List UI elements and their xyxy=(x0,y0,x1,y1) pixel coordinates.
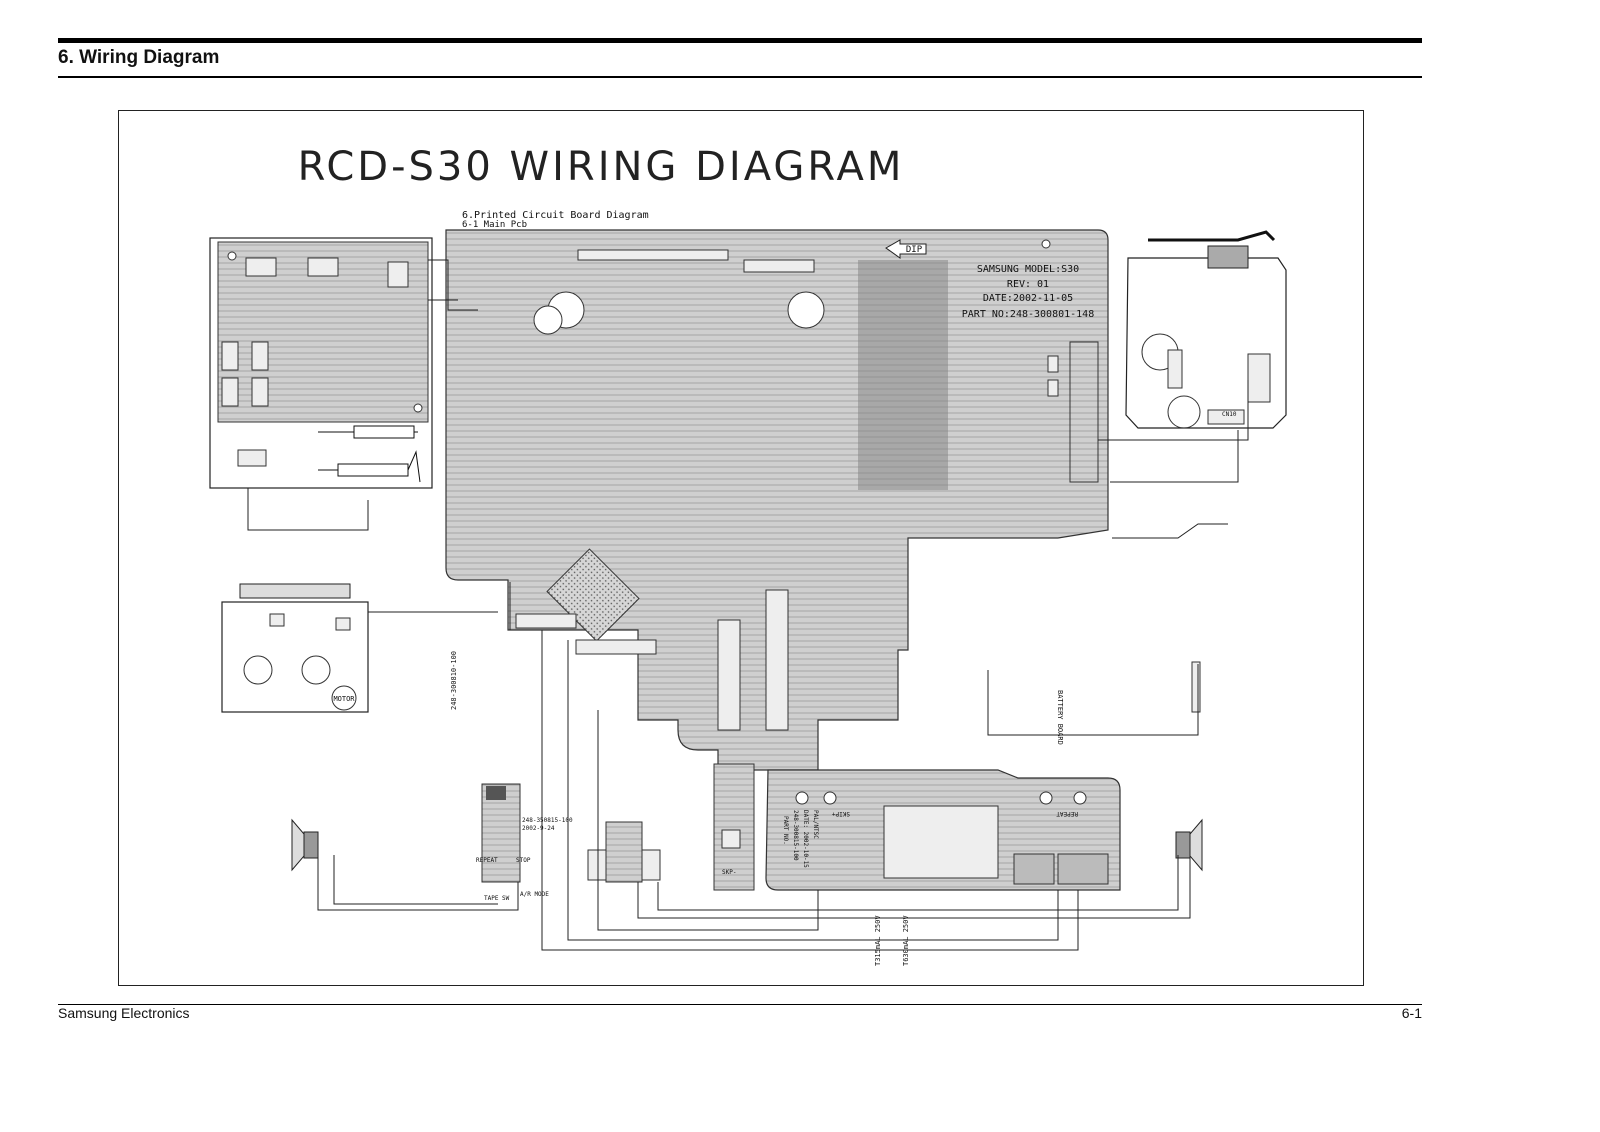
front-part-label: PART NO. xyxy=(782,816,789,845)
front-part-number: 248-300815-100 xyxy=(792,810,799,861)
front-panel-board: PART NO. 248-300815-100 DATE: 2002-10-15… xyxy=(765,769,1121,891)
power-board xyxy=(209,237,433,489)
rev-label: REV: 01 xyxy=(1007,279,1049,290)
dip-label: DIP xyxy=(906,245,923,255)
ac-cord xyxy=(318,425,421,483)
repeat-left-label: REPEAT xyxy=(476,857,498,864)
part-no-label: PART NO:248-300801-148 xyxy=(962,309,1094,320)
section-title: 6. Wiring Diagram xyxy=(58,47,220,68)
mode-label: A/R MODE xyxy=(520,891,549,898)
date-label: DATE:2002-11-05 xyxy=(983,293,1073,304)
skip-board: SKP- xyxy=(713,763,755,891)
tape-sw-label: TAPE SW xyxy=(484,895,510,902)
pcb-heading: 6.Printed Circuit Board Diagram xyxy=(462,210,649,221)
model-label: SAMSUNG MODEL:S30 xyxy=(977,264,1079,275)
dip-arrow: DIP xyxy=(885,239,927,259)
wiring-diagram: RCD-S30 WIRING DIAGRAM 6.Printed Circuit… xyxy=(209,144,1287,966)
motor-label: MOTOR xyxy=(333,695,355,703)
cd-mechanism: CN10 xyxy=(1125,230,1287,429)
footer-rule xyxy=(58,1004,1422,1005)
header-rule-top xyxy=(58,38,1422,43)
tape-mechanism: MOTOR xyxy=(221,583,369,713)
key-sub-board: 248-350815-100 2002-9-24 REPEAT STOP TAP… xyxy=(476,783,573,902)
stop-label: STOP xyxy=(516,857,531,864)
diagram-title: RCD-S30 WIRING DIAGRAM xyxy=(298,144,905,190)
repeat-right-label: REPEAT xyxy=(1056,810,1078,817)
footer-page-number: 6-1 xyxy=(1401,1005,1422,1021)
board-code-left: 248-300810-100 xyxy=(450,651,458,710)
speaker-right-icon xyxy=(1175,818,1203,872)
cn-label: CN10 xyxy=(1222,411,1237,418)
model-info: SAMSUNG MODEL:S30 REV: 01 DATE:2002-11-0… xyxy=(962,264,1094,320)
battery-board: BATTERY BOARD xyxy=(987,661,1201,745)
sub-board-code: 248-350815-100 xyxy=(522,817,573,824)
interconnect-wires xyxy=(247,259,1249,951)
diagram-frame xyxy=(118,110,1364,986)
sub-board-date: 2002-9-24 xyxy=(522,825,555,832)
front-date: DATE: 2002-10-15 xyxy=(802,810,809,868)
pcb-subheading: 6-1 Main Pcb xyxy=(462,220,527,230)
main-pcb xyxy=(445,229,1109,771)
header-rule-bottom xyxy=(58,76,1422,78)
skip-plus-label: SKIP+ xyxy=(832,810,850,817)
battery-board-label: BATTERY BOARD xyxy=(1056,690,1064,745)
volume-slider-board xyxy=(1047,341,1099,483)
skip-minus-label: SKP- xyxy=(722,869,736,876)
front-model: PAL/NTSC xyxy=(812,810,819,839)
speaker-left-icon xyxy=(291,818,319,872)
footer-company: Samsung Electronics xyxy=(58,1005,190,1021)
jack-board xyxy=(587,821,661,883)
